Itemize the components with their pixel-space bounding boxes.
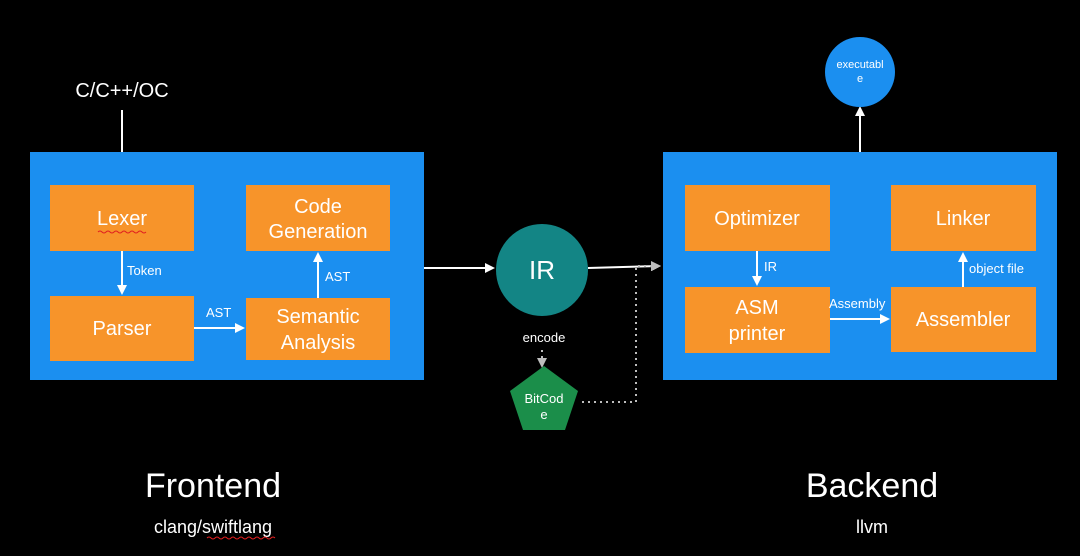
assembler-box bbox=[891, 287, 1036, 352]
linker-label: Linker bbox=[936, 208, 991, 230]
optimizer-box bbox=[685, 185, 830, 251]
token-edge-label: Token bbox=[127, 263, 162, 278]
encode-label: encode bbox=[523, 330, 566, 345]
object-file-edge-label: object file bbox=[969, 261, 1024, 276]
ir-node bbox=[496, 224, 588, 316]
asm-printer-label-line1: ASM bbox=[735, 297, 778, 319]
executable-label-line2: e bbox=[857, 73, 863, 85]
parser-label: Parser bbox=[93, 318, 152, 340]
assembly-edge-label: Assembly bbox=[829, 296, 886, 311]
input-source-label: C/C++/OC bbox=[75, 80, 168, 102]
code-generation-label-line2: Generation bbox=[269, 221, 368, 243]
swiftlang-spellcheck-squiggle bbox=[206, 536, 276, 540]
ast-edge-label-2: AST bbox=[325, 269, 350, 284]
ir-label: IR bbox=[529, 255, 555, 285]
ast-edge-label-1: AST bbox=[206, 305, 231, 320]
assembler-label: Assembler bbox=[916, 309, 1011, 331]
semantic-analysis-box bbox=[246, 298, 390, 360]
code-generation-label-line1: Code bbox=[294, 196, 342, 218]
backend-title: Backend bbox=[806, 467, 938, 505]
bitcode-to-backend-dotted-arrow bbox=[582, 261, 661, 403]
executable-node bbox=[825, 37, 895, 107]
semantic-analysis-label-line2: Analysis bbox=[281, 332, 355, 354]
code-generation-box bbox=[246, 185, 390, 251]
linker-box bbox=[891, 185, 1036, 251]
ir-edge-label: IR bbox=[764, 259, 777, 274]
lexer-spellcheck-squiggle bbox=[97, 230, 147, 234]
ir-to-backend-arrow bbox=[587, 261, 661, 272]
lexer-label: Lexer bbox=[97, 208, 147, 230]
optimizer-label: Optimizer bbox=[714, 208, 800, 230]
lexer-box bbox=[50, 185, 194, 251]
parser-box bbox=[50, 296, 194, 361]
executable-label-line1: executabl bbox=[836, 59, 883, 71]
semantic-analysis-label-line1: Semantic bbox=[276, 306, 359, 328]
frontend-title: Frontend bbox=[145, 467, 281, 505]
frontend-subtitle: clang/swiftlang bbox=[154, 517, 272, 537]
bitcode-label-line1: BitCod bbox=[524, 391, 563, 406]
asm-printer-label-line2: printer bbox=[729, 323, 786, 345]
bitcode-label-line2: e bbox=[540, 407, 547, 422]
backend-subtitle: llvm bbox=[856, 517, 888, 537]
bitcode-node bbox=[510, 366, 578, 430]
asm-printer-box bbox=[685, 287, 830, 353]
